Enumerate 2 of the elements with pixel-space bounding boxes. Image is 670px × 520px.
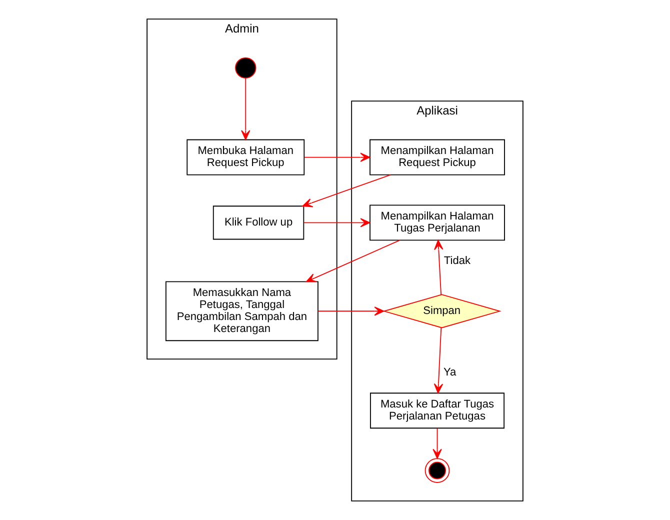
edge-label: Tidak (444, 254, 471, 267)
edge-label: Ya (444, 366, 456, 378)
